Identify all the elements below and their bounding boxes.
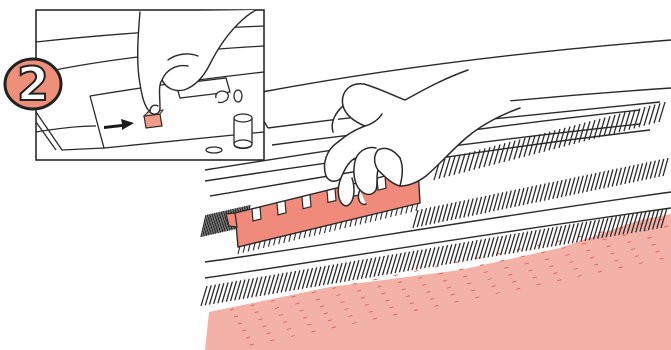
comb-slot bbox=[252, 207, 261, 221]
detail-inset-panel bbox=[36, 10, 264, 160]
fabric-stitch bbox=[414, 270, 418, 271]
fabric-stitch bbox=[435, 266, 439, 267]
comb-slot bbox=[277, 201, 286, 215]
comb-slot bbox=[327, 189, 336, 203]
hand-holding-comb-icon bbox=[325, 70, 521, 206]
fabric-stitch bbox=[373, 279, 377, 280]
step-number-badge: 2 bbox=[5, 57, 61, 111]
step-number-label: 2 bbox=[17, 57, 49, 111]
comb-slot bbox=[377, 176, 386, 190]
fabric-stitch bbox=[394, 275, 398, 276]
comb-slot bbox=[302, 195, 311, 209]
